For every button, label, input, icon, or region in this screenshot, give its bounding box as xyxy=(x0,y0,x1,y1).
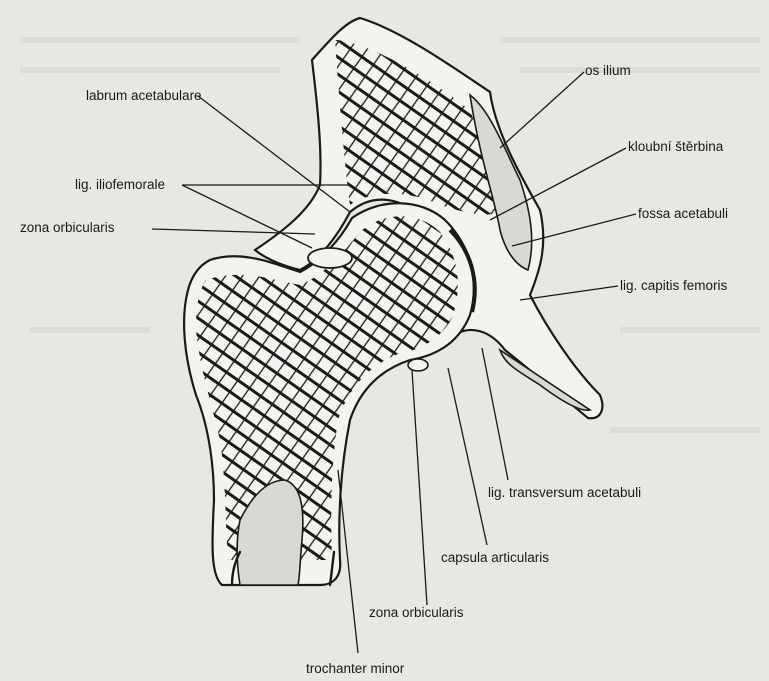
label-lig-capitis-femoris: lig. capitis femoris xyxy=(620,278,728,293)
label-fossa-acetabuli: fossa acetabuli xyxy=(638,206,728,221)
label-kloubni-sterbina: kloubní štěrbina xyxy=(628,139,724,154)
label-capsula-articularis: capsula articularis xyxy=(441,550,549,565)
label-zona-orbicularis-left: zona orbicularis xyxy=(20,220,115,235)
label-os-ilium: os ilium xyxy=(585,63,631,78)
label-trochanter-minor: trochanter minor xyxy=(306,661,405,676)
label-lig-iliofemorale: lig. iliofemorale xyxy=(75,177,165,192)
label-zona-orbicularis-bottom: zona orbicularis xyxy=(369,605,464,620)
label-labrum-acetabulare: labrum acetabulare xyxy=(86,88,202,103)
label-lig-transversum-acetabuli: lig. transversum acetabuli xyxy=(488,485,641,500)
